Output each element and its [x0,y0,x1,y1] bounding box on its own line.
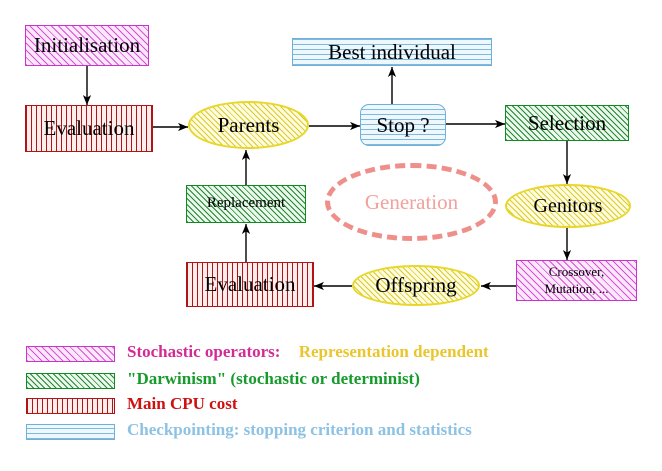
node-offspring[interactable]: Offspring [352,265,480,306]
node-evaluation-top[interactable]: Evaluation [25,105,153,152]
node-genitors[interactable]: Genitors [505,184,631,228]
legend-swatch-red-vertical-hatch [26,398,115,414]
legend-label-cpu-cost: Main CPU cost [127,394,238,413]
node-evaluation-bottom-label: Evaluation [204,272,296,297]
node-initialisation[interactable]: Initialisation [25,25,149,66]
node-crossover-mutation[interactable]: Crossover, Mutation, ... [516,260,637,301]
node-initialisation-label: Initialisation [33,33,141,58]
node-selection-label: Selection [527,110,607,135]
node-evaluation-bottom[interactable]: Evaluation [186,262,314,307]
node-best-individual[interactable]: Best individual [292,38,492,66]
node-replacement[interactable]: Replacement [186,185,306,223]
node-stop-label: Stop ? [376,112,430,137]
legend-label-stochastic: Stochastic operators: [127,342,281,361]
legend-label-representation: Representation dependent [298,342,489,361]
legend: Stochastic operators: Representation dep… [0,338,662,458]
legend-swatch-green-diagonal-hatch [26,373,115,389]
node-parents-label: Parents [217,112,280,137]
node-generation-cycle: Generation [325,163,498,241]
node-evaluation-top-label: Evaluation [43,116,135,141]
node-genitors-label: Genitors [533,194,603,217]
legend-swatch-blue-horizontal-hatch [26,424,115,440]
node-offspring-label: Offspring [375,273,457,298]
legend-label-darwinism: "Darwinism" (stochastic or determinist) [127,369,420,388]
node-best-individual-label: Best individual [328,39,456,64]
node-crossover-label-line1: Crossover, [548,264,605,280]
node-selection[interactable]: Selection [505,105,629,141]
node-generation-label: Generation [364,189,459,214]
node-crossover-label-line2: Mutation, ... [544,280,609,296]
node-parents[interactable]: Parents [188,101,309,149]
legend-label-checkpointing: Checkpointing: stopping criterion and st… [127,420,472,439]
node-replacement-label: Replacement [206,195,286,212]
legend-swatch-magenta-diagonal-hatch [26,346,115,362]
node-stop-decision[interactable]: Stop ? [360,104,446,146]
legend-text-group: Stochastic operators: Representation dep… [127,342,489,362]
